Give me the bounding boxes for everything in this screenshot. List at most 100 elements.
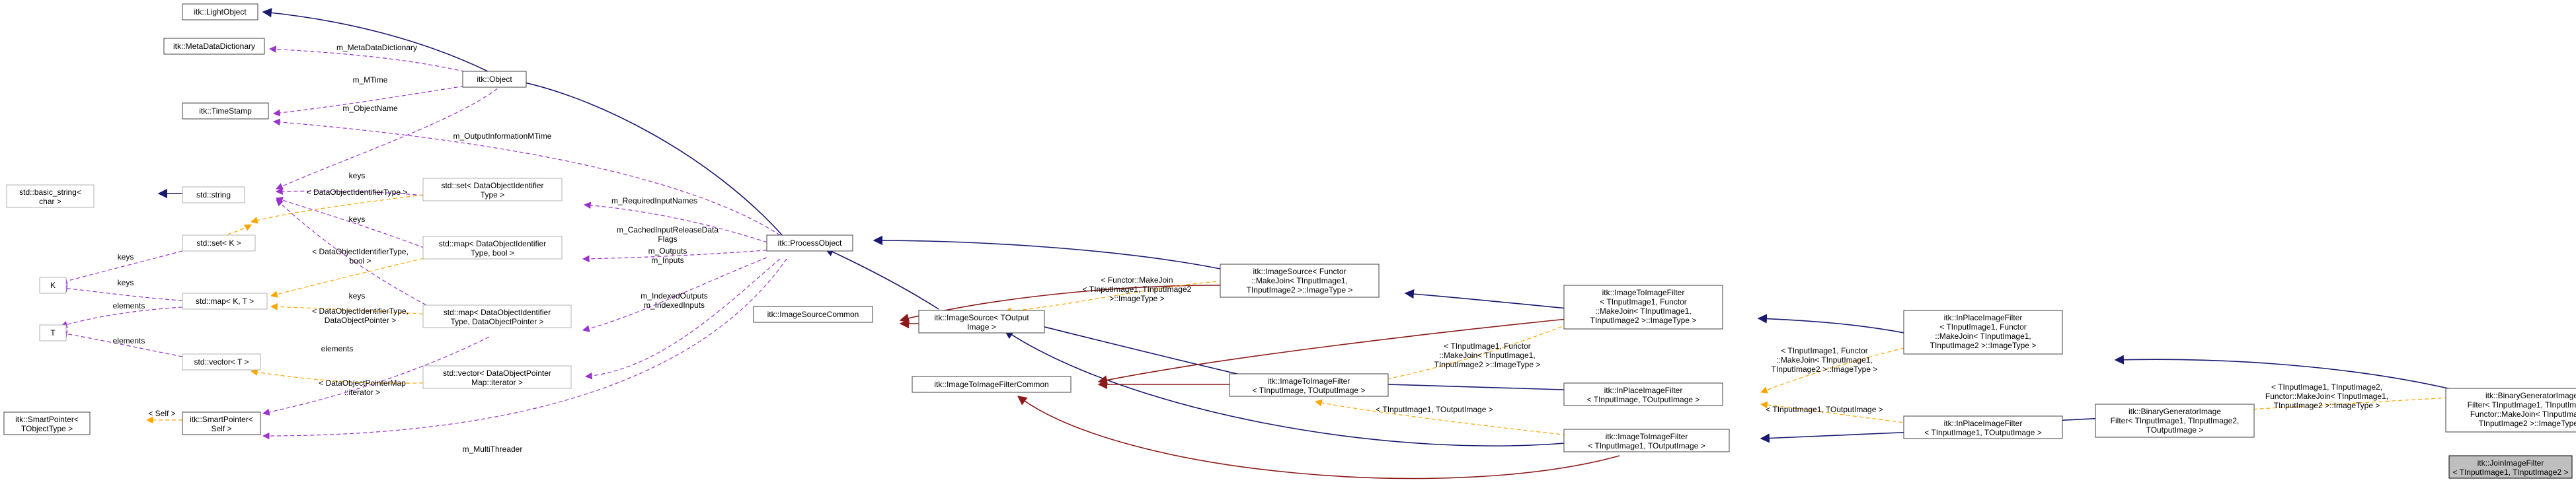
edge-usage-requiredinputnames xyxy=(583,201,774,245)
edge-label-tpl-vec-iter: < DataObjectPointerMap::iterator > xyxy=(319,378,406,397)
svg-text:itk::SmartPointer<TObjectType: itk::SmartPointer<TObjectType > xyxy=(15,415,79,433)
edge-usage-keys-setk xyxy=(59,250,183,285)
node-itk-imagetoimagefilter-tin1-tout[interactable]: itk::ImageToImageFilter< TInputImage1, T… xyxy=(1563,429,1730,452)
edge-i2if-tin1-to-filtercommon xyxy=(1017,396,1620,480)
svg-text:K: K xyxy=(50,281,56,290)
svg-text:std::map< DataObjectIdentifier: std::map< DataObjectIdentifierType, bool… xyxy=(439,239,546,258)
node-itk-joinimagefilter[interactable]: itk::JoinImageFilter< TInputImage1, TInp… xyxy=(2448,455,2573,479)
node-itk-processobject[interactable]: itk::ProcessObject xyxy=(766,234,853,252)
node-std-string[interactable]: std::string xyxy=(182,186,245,203)
edge-object-to-lightobject xyxy=(262,8,491,73)
edge-tpl-map-ptr xyxy=(270,302,450,316)
node-itk-imagesource-functor[interactable]: itk::ImageSource< Functor::MakeJoin< TIn… xyxy=(1220,264,1380,298)
node-k[interactable]: K xyxy=(39,277,67,294)
node-itk-object[interactable]: itk::Object xyxy=(462,71,527,88)
edge-usage-outputs-inputs xyxy=(582,257,767,332)
svg-text:std::map< K, T >: std::map< K, T > xyxy=(196,297,254,306)
edge-usage-keys-mapkt xyxy=(59,285,183,301)
edge-tpl-image-source-functor xyxy=(1003,279,1237,315)
svg-text:itk::ImageSourceCommon: itk::ImageSourceCommon xyxy=(767,310,859,319)
edge-labels: m_MetaDataDictionary m_MTime m_ObjectNam… xyxy=(113,43,2388,454)
svg-text:std::vector< DataObjectPointer: std::vector< DataObjectPointerMap::itera… xyxy=(443,369,551,387)
svg-text:itk::LightObject: itk::LightObject xyxy=(194,7,247,17)
node-itk-imagetoimagefiltercommon[interactable]: itk::ImageToImageFilterCommon xyxy=(912,376,1072,393)
svg-text:itk::ImageSource< Functor::Mak: itk::ImageSource< Functor::MakeJoin< TIn… xyxy=(1247,267,1353,295)
edge-i2if-tin1-to-imagesource-toutput xyxy=(1003,330,1587,446)
edge-label-keys-map-bool: keys xyxy=(349,215,366,224)
edge-inplace-tin-to-i2if-tin xyxy=(1364,379,1586,391)
node-itk-smartpointer-tobjecttype[interactable]: itk::SmartPointer<TObjectType > xyxy=(3,411,91,435)
nodes: itk::LightObject itk::MetaDataDictionary… xyxy=(3,3,2576,479)
edge-processobject-to-object xyxy=(500,74,784,237)
edge-usage-indexed xyxy=(584,258,781,380)
node-itk-metadatadictionary[interactable]: itk::MetaDataDictionary xyxy=(163,38,265,55)
node-itk-imagetoimagefilter-functor[interactable]: itk::ImageToImageFilter< TInputImage1, F… xyxy=(1563,285,1723,330)
svg-text:itk::TimeStamp: itk::TimeStamp xyxy=(199,106,252,116)
edge-label-elements-vector: elements xyxy=(113,336,145,345)
edge-label-keys-set-k: keys xyxy=(118,252,134,262)
node-t[interactable]: T xyxy=(39,324,67,341)
node-itk-timestamp[interactable]: itk::TimeStamp xyxy=(182,102,269,120)
edge-usage-keys-mapptr xyxy=(276,199,450,318)
edge-label-tpl-inplace-tin1: < TInputImage1, TOutputImage > xyxy=(1766,405,1883,414)
edge-label-m-outputinformationmtime: m_OutputInformationMTime xyxy=(453,131,552,141)
svg-text:itk::SmartPointer<Self >: itk::SmartPointer<Self > xyxy=(190,415,253,433)
edge-label-m-objectname: m_ObjectName xyxy=(342,104,398,113)
edge-label-tpl-set-dataobjid: < DataObjectIdentifierType > xyxy=(307,188,408,197)
node-std-vector-t[interactable]: std::vector< T > xyxy=(182,353,261,371)
edge-binary-functor-to-inplace-functor xyxy=(2114,355,2476,396)
svg-text:std::basic_string<char >: std::basic_string<char > xyxy=(19,188,81,206)
edge-label-keys-set-dataobjid: keys xyxy=(349,171,366,180)
node-itk-imagetoimagefilter-tin-tout[interactable]: itk::ImageToImageFilter< TInputImage, TO… xyxy=(1229,373,1389,397)
edge-tpl-image-to-image-tin1 xyxy=(1314,399,1587,438)
svg-text:itk::ImageToImageFilterCommon: itk::ImageToImageFilterCommon xyxy=(934,380,1048,389)
node-std-set-k[interactable]: std::set< K > xyxy=(182,234,256,252)
edge-i2if-functor-to-filtercommon xyxy=(1097,316,1587,385)
edge-imagesource-functor-to-processobject xyxy=(873,235,1237,273)
edge-label-m-multithreader: m_MultiThreader xyxy=(463,445,523,454)
node-itk-inplaceimagefilter-functor[interactable]: itk::InPlaceImageFilter< TInputImage1, F… xyxy=(1903,310,2063,355)
edge-i2if-functor-to-imagesource-functor xyxy=(1404,289,1587,311)
svg-text:itk::MetaDataDictionary: itk::MetaDataDictionary xyxy=(173,42,255,51)
node-std-basic-string[interactable]: std::basic_string<char > xyxy=(6,184,95,208)
svg-text:itk::ImageToImageFilter< TInpu: itk::ImageToImageFilter< TInputImage1, F… xyxy=(1590,288,1697,325)
edge-label-keys-map-k-t: keys xyxy=(118,278,134,287)
node-itk-inplaceimagefilter-tin-tout[interactable]: itk::InPlaceImageFilter< TInputImage, TO… xyxy=(1563,382,1723,406)
edge-usage-metadatadictionary xyxy=(268,46,491,79)
edge-usage-multithreader xyxy=(262,258,787,440)
edge-label-elements-vec-iter: elements xyxy=(321,344,354,353)
svg-text:T: T xyxy=(50,328,56,338)
node-std-map-k-t[interactable]: std::map< K, T > xyxy=(182,293,268,310)
edge-label-elements-map: elements xyxy=(113,301,145,310)
edge-label-tpl-image-to-image-functor: < TInputImage1, Functor::MakeJoin< TInpu… xyxy=(1434,341,1541,369)
node-itk-smartpointer-self[interactable]: itk::SmartPointer<Self > xyxy=(182,411,261,435)
edge-label-keys-map-ptr: keys xyxy=(349,291,366,301)
edge-inplace-functor-to-i2if-functor xyxy=(1757,314,1924,338)
svg-text:itk::JoinImageFilter< TInputIm: itk::JoinImageFilter< TInputImage1, TInp… xyxy=(2452,458,2568,477)
svg-text:std::string: std::string xyxy=(196,190,231,199)
svg-text:itk::ImageToImageFilter< TInpu: itk::ImageToImageFilter< TInputImage, TO… xyxy=(1253,376,1366,395)
node-itk-lightobject[interactable]: itk::LightObject xyxy=(182,3,258,20)
edge-usage-elements-mapkt xyxy=(59,306,183,328)
edge-usage-objectname xyxy=(276,84,503,190)
node-itk-inplaceimagefilter-tin1-tout[interactable]: itk::InPlaceImageFilter< TInputImage1, T… xyxy=(1903,415,2063,439)
edge-tpl-inplace-tin1 xyxy=(1760,401,1916,425)
svg-text:itk::InPlaceImageFilter< TInpu: itk::InPlaceImageFilter< TInputImage1, T… xyxy=(1924,419,2041,437)
edge-label-tpl-image-to-image-tin1: < TInputImage1, TOutputImage > xyxy=(1376,405,1493,414)
svg-text:std::set< K >: std::set< K > xyxy=(196,238,241,248)
edge-tpl-vec-iter xyxy=(250,369,490,384)
svg-text:std::vector< T >: std::vector< T > xyxy=(194,357,249,367)
edge-label-tpl-image-source-functor: < Functor::MakeJoin< TInputImage1, TInpu… xyxy=(1083,275,1192,303)
edge-tpl-map-bool xyxy=(270,252,450,298)
node-itk-imagesourcecommon[interactable]: itk::ImageSourceCommon xyxy=(753,306,873,323)
